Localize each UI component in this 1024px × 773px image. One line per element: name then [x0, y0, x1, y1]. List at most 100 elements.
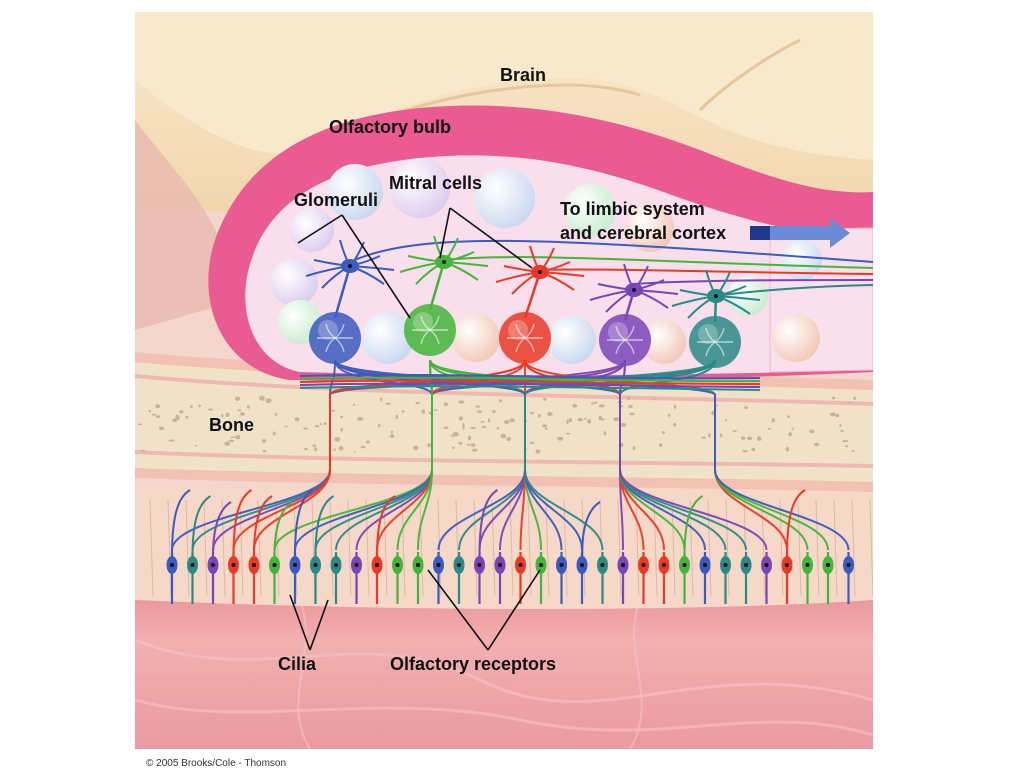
receptor-nucleus [785, 563, 789, 567]
glomerulus-branch [420, 329, 431, 345]
receptor-nucleus [334, 563, 338, 567]
label-cilia: Cilia [278, 654, 317, 674]
mitral-dendrite [428, 261, 446, 311]
mitral-cell-nucleus [632, 288, 636, 292]
glomerulus-branch [624, 339, 635, 355]
glomerulus-branch [615, 339, 626, 355]
pointer-mitral-1 [439, 207, 451, 259]
glomerulus-branch [524, 323, 535, 339]
receptor-nucleus [641, 563, 646, 567]
glomerulus-branch [705, 327, 716, 343]
pointer-glomeruli-2 [341, 214, 411, 319]
receptor-nucleus [293, 563, 297, 567]
receptor-nucleus [457, 563, 461, 567]
receptor-extension [212, 501, 232, 557]
receptor-extension [191, 495, 212, 557]
receptor-nucleus [252, 563, 256, 567]
receptor-extension [314, 495, 335, 557]
receptor-nucleus [539, 563, 543, 567]
pointer-receptors-2 [487, 569, 541, 651]
axon-weave [299, 379, 761, 385]
receptor-nucleus [498, 563, 502, 567]
glomerulus-branch [524, 337, 535, 353]
label-olfactory-bulb: Olfactory bulb [329, 117, 452, 137]
receptor-nucleus [600, 563, 605, 567]
mitral-cell-nucleus [348, 264, 352, 268]
receptor-nucleus [395, 563, 400, 567]
receptor-extension [232, 489, 253, 557]
receptor-nucleus [272, 563, 277, 567]
pointer-glomeruli-1 [297, 214, 343, 244]
glomerulus-branch [714, 341, 725, 357]
axon-weave [299, 385, 761, 391]
receptor-nucleus [682, 563, 687, 567]
label-brain: Brain [500, 65, 547, 85]
receptor-nucleus [518, 563, 523, 567]
glomeruli-background [270, 158, 822, 364]
glomerulus-branch [515, 337, 526, 353]
receptor-nucleus [231, 563, 236, 567]
glomerulus-branch [515, 323, 526, 339]
receptor-nucleus [826, 563, 830, 567]
receptor-nucleus [703, 563, 707, 567]
receptor-nucleus [662, 563, 666, 567]
glomerulus-branch [429, 315, 440, 331]
glomerulus-branch [334, 323, 345, 339]
mitral-dendrite [523, 271, 542, 319]
label-olfactory-receptors: Olfactory receptors [390, 654, 557, 674]
receptor-nucleus [211, 563, 215, 567]
axon-weave [299, 382, 761, 388]
label-glomeruli: Glomeruli [294, 190, 379, 210]
receptor-nucleus [805, 563, 810, 567]
receptor-extension [786, 489, 806, 557]
limbic-arrow [750, 218, 850, 248]
glomerulus-branch [429, 329, 440, 345]
receptor-nucleus [170, 563, 174, 567]
receptor-extension [581, 501, 601, 557]
glomerulus-branch [334, 337, 345, 353]
receptor-extension [294, 489, 314, 557]
receptor-nucleus [436, 563, 441, 567]
neuron-layer [166, 235, 854, 604]
glomerulus-branch [325, 323, 336, 339]
glomerulus-branch [615, 325, 626, 341]
receptor-nucleus [559, 563, 564, 567]
receptor-extension [478, 489, 499, 557]
mitral-dendrite [333, 265, 352, 319]
label-mitral-cells: Mitral cells [389, 173, 483, 193]
receptor-axon [524, 359, 716, 551]
receptor-nucleus [723, 563, 728, 567]
copyright-notice: © 2005 Brooks/Cole - Thomson [146, 758, 287, 769]
axon-weave [299, 373, 761, 380]
receptor-nucleus [313, 563, 318, 567]
receptor-nucleus [744, 563, 748, 567]
glomerulus-branch [624, 325, 635, 341]
receptor-nucleus [580, 563, 584, 567]
receptor-nucleus [621, 563, 625, 567]
mitral-cell-nucleus [714, 294, 718, 298]
receptor-nucleus [375, 563, 379, 567]
receptor-nucleus [477, 563, 482, 567]
axon-weave [299, 376, 761, 383]
mitral-cell-nucleus [442, 260, 446, 264]
receptor-extension [273, 501, 294, 557]
label-bone: Bone [209, 415, 254, 435]
pointer-cilia-1 [289, 594, 311, 651]
pointer-mitral-2 [449, 207, 533, 269]
receptor-extension [171, 489, 191, 557]
receptor-nucleus [354, 563, 359, 567]
glomerulus-branch [714, 327, 725, 343]
receptor-nucleus [846, 563, 851, 567]
receptor-extension [253, 495, 273, 557]
label-limbic-line2: and cerebral cortex [560, 223, 727, 243]
glomerulus-branch [420, 315, 431, 331]
receptor-nucleus [190, 563, 195, 567]
receptor-nucleus [416, 563, 420, 567]
pointer-cilia-2 [309, 599, 329, 651]
pointer-lines [289, 207, 541, 651]
glomerulus-branch [705, 341, 716, 357]
label-limbic-line1: To limbic system [560, 199, 705, 219]
mitral-cell-nucleus [538, 270, 542, 274]
